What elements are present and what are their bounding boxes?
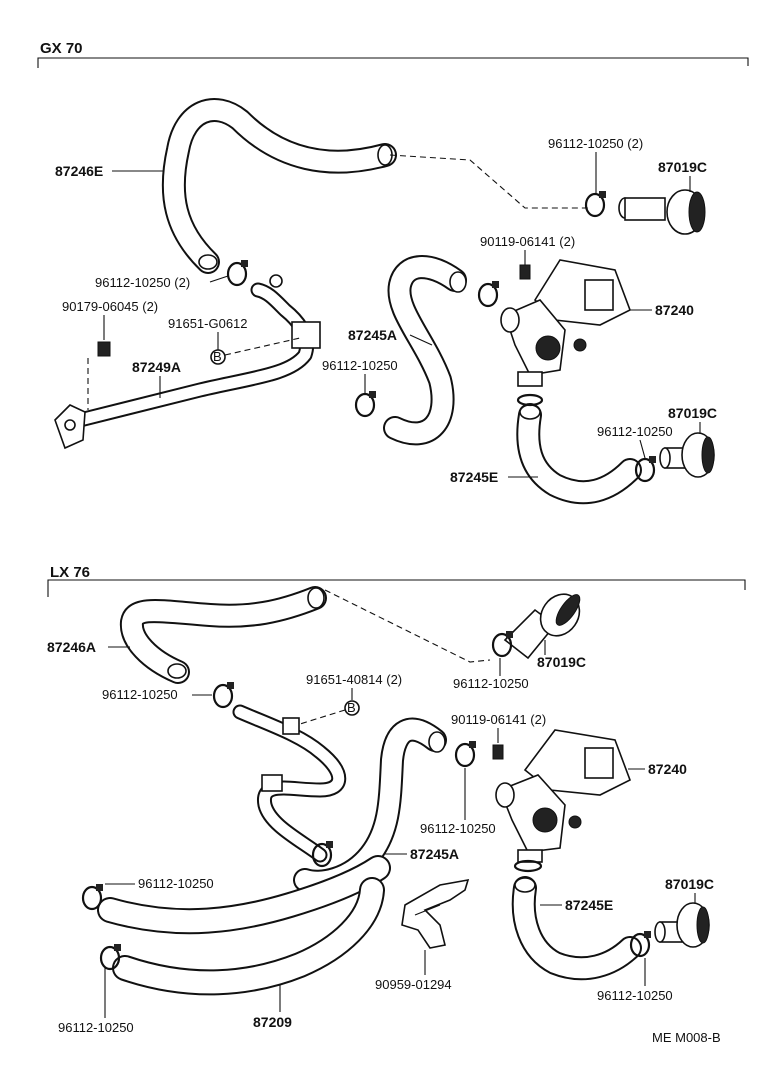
label-87245e: 87245E bbox=[450, 469, 498, 485]
pipe-87249a bbox=[54, 274, 321, 450]
label-96112-low-lx: 96112-10250 bbox=[58, 1020, 134, 1035]
clamp-icon bbox=[513, 859, 543, 873]
label-90119: 90119-06141 (2) bbox=[480, 234, 575, 249]
label-87019c-top: 87019C bbox=[658, 159, 707, 175]
label-91651: 91651-G0612 bbox=[168, 316, 248, 331]
label-96112-b-lx: 96112-10250 bbox=[597, 988, 673, 1003]
diagram-code: ME M008-B bbox=[652, 1030, 721, 1045]
bolt-90119-icon bbox=[519, 264, 531, 280]
bolt-marker-b-label: B bbox=[213, 349, 222, 364]
section-bracket-lx76 bbox=[47, 579, 746, 597]
section-bracket-gx70 bbox=[37, 57, 749, 68]
hose-87209 bbox=[97, 855, 391, 996]
clamp-icon bbox=[454, 739, 478, 768]
label-87209: 87209 bbox=[253, 1014, 292, 1030]
label-87240-lx: 87240 bbox=[648, 761, 687, 777]
label-87245a-lx: 87245A bbox=[410, 846, 459, 862]
clamp-icon bbox=[212, 680, 236, 709]
water-valve-87240-lx bbox=[495, 729, 632, 863]
grommet-87019c-top-lx bbox=[503, 593, 581, 660]
label-91651-lx: 91651-40814 (2) bbox=[306, 672, 402, 687]
section-title-gx70: GX 70 bbox=[40, 40, 83, 57]
label-96112-mid-lx: 96112-10250 bbox=[420, 821, 496, 836]
clamp-icon bbox=[99, 942, 123, 971]
grommet-87019c-lower-lx bbox=[654, 902, 710, 948]
clamp-icon bbox=[354, 389, 378, 418]
label-90959: 90959-01294 bbox=[375, 977, 452, 992]
hose-87245e-lx bbox=[511, 876, 642, 981]
bracket-90959 bbox=[401, 878, 470, 949]
leader-line bbox=[209, 275, 229, 283]
grommet-87019c-top bbox=[618, 189, 706, 235]
clamp-icon bbox=[477, 279, 501, 308]
clamp-icon bbox=[516, 393, 544, 407]
label-96112-low: 96112-10250 bbox=[597, 424, 673, 439]
label-87245a: 87245A bbox=[348, 327, 397, 343]
clamp-icon bbox=[491, 629, 515, 658]
clamp-icon bbox=[81, 882, 105, 911]
bolt-marker-b bbox=[344, 700, 360, 716]
pipe-lx bbox=[232, 704, 347, 863]
label-90179: 90179-06045 (2) bbox=[62, 299, 158, 314]
label-96112-a-lx: 96112-10250 bbox=[138, 876, 214, 891]
bolt-90179-icon bbox=[97, 341, 111, 357]
leader-line bbox=[409, 334, 433, 346]
hose-87245a bbox=[383, 255, 467, 446]
section-gx70: GX 70 bbox=[37, 40, 749, 505]
leader-line bbox=[639, 439, 646, 459]
label-87240: 87240 bbox=[655, 302, 694, 318]
hose-87246a bbox=[119, 586, 327, 684]
label-96112-top: 96112-10250 (2) bbox=[548, 136, 643, 151]
section-title-lx76: LX 76 bbox=[50, 564, 90, 581]
label-87019c-top-lx: 87019C bbox=[537, 654, 586, 670]
label-90119-lx: 90119-06141 (2) bbox=[451, 712, 546, 727]
label-87246e: 87246E bbox=[55, 163, 103, 179]
label-96112-mid: 96112-10250 bbox=[322, 358, 398, 373]
label-96112-left: 96112-10250 (2) bbox=[95, 275, 190, 290]
connector-dashed-line bbox=[389, 154, 588, 209]
bolt-marker-b-label: B bbox=[347, 700, 356, 715]
leader-dashed bbox=[299, 709, 346, 725]
label-87019c-lower-lx: 87019C bbox=[665, 876, 714, 892]
label-96112-left-lx: 96112-10250 bbox=[102, 687, 178, 702]
hose-87245e bbox=[516, 403, 642, 505]
bolt-90119-icon bbox=[492, 744, 504, 760]
label-87245e-lx: 87245E bbox=[565, 897, 613, 913]
water-valve-87240 bbox=[500, 259, 632, 387]
label-87249a: 87249A bbox=[132, 359, 181, 375]
label-87246a: 87246A bbox=[47, 639, 96, 655]
section-lx76: LX 76 B bbox=[47, 564, 746, 1035]
clamp-icon bbox=[226, 258, 250, 287]
label-87019c-lower: 87019C bbox=[668, 405, 717, 421]
leader-dashed bbox=[224, 337, 301, 356]
hose-87246e bbox=[161, 98, 397, 274]
label-96112-top-lx: 96112-10250 bbox=[453, 676, 529, 691]
connector-dashed-line bbox=[324, 589, 491, 663]
grommet-87019c-lower bbox=[659, 432, 715, 478]
